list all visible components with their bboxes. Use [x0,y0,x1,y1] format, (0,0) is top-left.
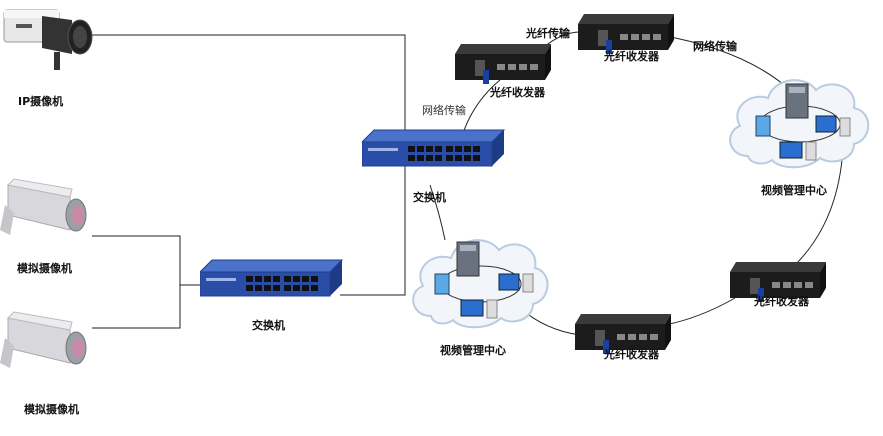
video-center-1-label: 视频管理中心 [761,184,827,197]
video-management-center-icon [729,79,870,169]
wire-switch-cloud [429,184,446,241]
analog-camera-icon [0,311,87,368]
wire-ring-top [659,34,791,91]
video-center-2-label: 视频管理中心 [440,344,506,357]
transceiver-1-label: 光纤收发器 [490,86,545,99]
analog-camera-2-label: 模拟摄像机 [24,403,79,416]
wire-analog2-switch [92,285,181,329]
wire-ipcam-switch [92,34,406,142]
switch-upper-label: 交换机 [413,191,446,204]
fiber-transceiver-icon [455,44,551,84]
fiber-transfer-label: 光纤传输 [526,27,570,40]
transceiver-4-label: 光纤收发器 [604,348,659,361]
transceiver-3-label: 光纤收发器 [754,295,809,308]
network-transfer-2-label: 网络传输 [693,40,737,53]
network-transfer-label: 网络传输 [422,104,466,117]
wire-analog1-switch [92,235,205,286]
fiber-transceiver-icon [578,14,674,54]
switch-icon [362,129,506,167]
wire-ring-bottom [664,297,736,326]
transceiver-2-label: 光纤收发器 [604,50,659,63]
ip-camera-icon [3,9,93,70]
video-management-center-icon [412,239,549,329]
fiber-transceiver-icon [575,314,671,354]
analog-camera-1-label: 模拟摄像机 [17,262,72,275]
wire-switch-switch [340,160,406,296]
switch-lower-label: 交换机 [252,319,285,332]
ip-camera-label: IP摄像机 [18,95,64,108]
analog-camera-icon [0,178,87,235]
switch-icon [200,259,344,297]
fiber-transceiver-icon [730,262,826,302]
wire-ring-right [794,159,843,266]
